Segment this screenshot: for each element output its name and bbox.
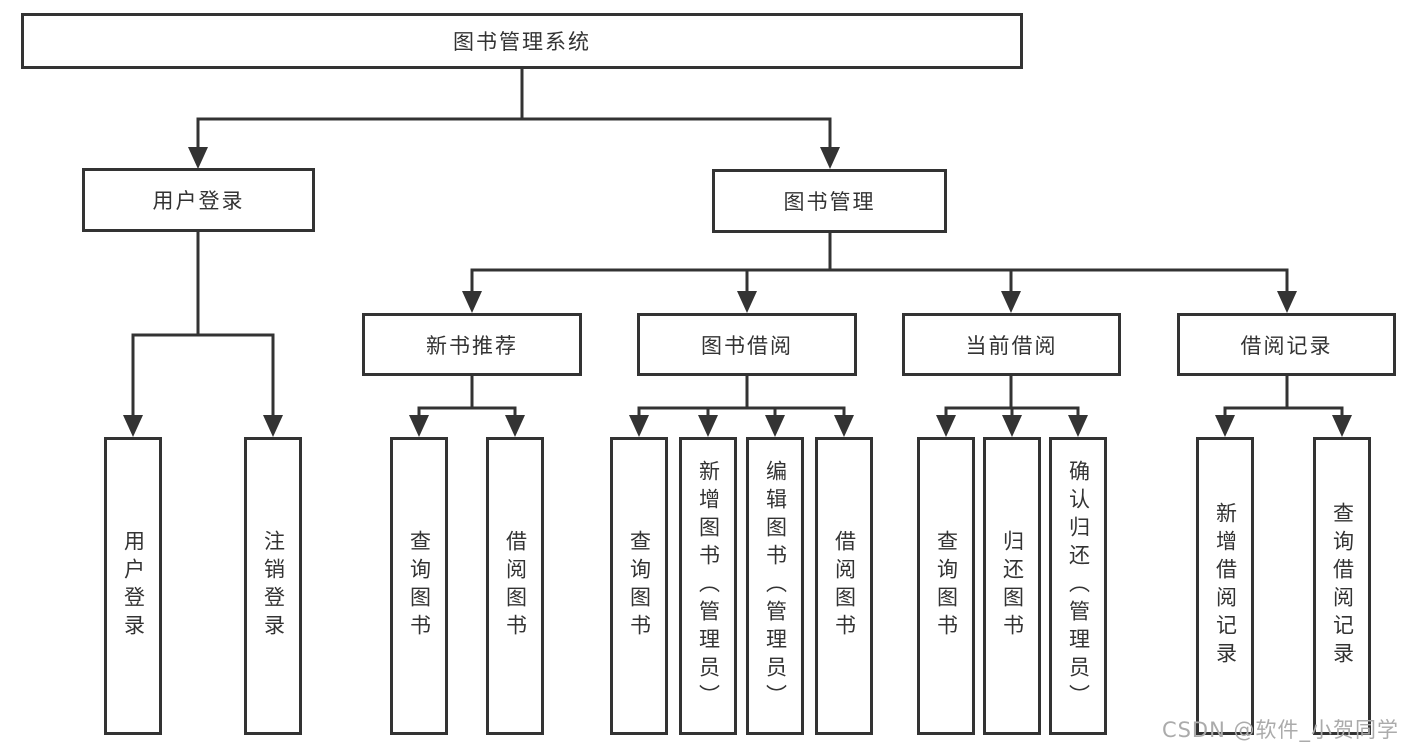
leaf-user-login-label: 用户登录 [121,530,146,642]
node-library-system-label: 图书管理系统 [453,30,591,54]
leaf-recommend-borrow-book-label: 借阅图书 [503,530,528,642]
node-new-book-recommend: 新书推荐 [362,313,582,376]
node-library-system: 图书管理系统 [21,13,1023,69]
leaf-records-add-record-label: 新增借阅记录 [1213,502,1238,670]
leaf-records-add-record: 新增借阅记录 [1196,437,1254,735]
leaf-records-query-record: 查询借阅记录 [1313,437,1371,735]
node-book-borrow-label: 图书借阅 [701,333,793,358]
node-current-borrow-label: 当前借阅 [965,333,1058,358]
node-book-management-label: 图书管理 [783,190,876,214]
leaf-recommend-query-book: 查询图书 [390,437,448,735]
leaf-borrow-borrow-book-label: 借阅图书 [832,530,857,642]
leaf-logout-label: 注销登录 [261,530,286,642]
leaf-borrow-edit-book: 编辑图书（管理员） [746,437,804,735]
node-borrow-records: 借阅记录 [1177,313,1396,376]
leaf-current-return-book-label: 归还图书 [1000,530,1025,642]
connector-arrowheads [123,147,1352,437]
node-borrow-records-label: 借阅记录 [1240,333,1333,358]
node-user-login: 用户登录 [82,168,315,232]
leaf-borrow-query-book: 查询图书 [610,437,668,735]
leaf-borrow-edit-book-label: 编辑图书（管理员） [763,460,788,712]
leaf-recommend-query-book-label: 查询图书 [407,530,432,642]
leaf-current-query-book: 查询图书 [917,437,975,735]
leaf-recommend-borrow-book: 借阅图书 [486,437,544,735]
node-book-borrow: 图书借阅 [637,313,857,376]
leaf-user-login: 用户登录 [104,437,162,735]
leaf-borrow-query-book-label: 查询图书 [627,530,652,642]
node-book-management: 图书管理 [712,169,947,233]
node-user-login-label: 用户登录 [152,189,245,213]
leaf-borrow-add-book-label: 新增图书（管理员） [696,460,721,712]
node-new-book-recommend-label: 新书推荐 [426,333,518,358]
csdn-watermark: CSDN @软件_小贺同学 [1161,718,1399,742]
leaf-records-query-record-label: 查询借阅记录 [1330,502,1355,670]
leaf-borrow-add-book: 新增图书（管理员） [679,437,737,735]
leaf-current-query-book-label: 查询图书 [934,530,959,642]
leaf-borrow-borrow-book: 借阅图书 [815,437,873,735]
leaf-current-confirm-return: 确认归还（管理员） [1049,437,1107,735]
leaf-logout: 注销登录 [244,437,302,735]
leaf-current-confirm-return-label: 确认归还（管理员） [1066,460,1091,712]
node-current-borrow: 当前借阅 [902,313,1121,376]
leaf-current-return-book: 归还图书 [983,437,1041,735]
